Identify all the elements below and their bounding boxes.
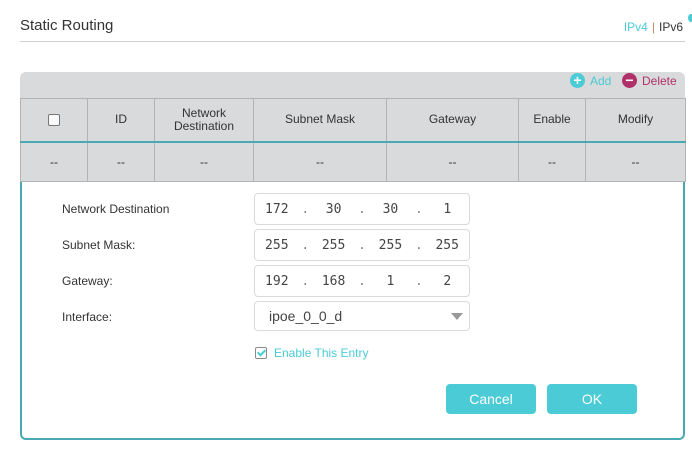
- ipv4-tab[interactable]: IPv4: [623, 20, 648, 34]
- ip-version-switch: IPv4|IPv6: [624, 20, 683, 34]
- octet-1[interactable]: 172: [265, 201, 289, 217]
- interface-row: Interface: ipoe_0_0_d: [22, 301, 683, 333]
- ok-button[interactable]: OK: [547, 384, 637, 414]
- page-header: Static Routing IPv4|IPv6: [20, 0, 685, 42]
- delete-button[interactable]: − Delete: [622, 73, 677, 88]
- minus-circle-icon: −: [622, 73, 637, 88]
- add-button[interactable]: + Add: [570, 73, 611, 88]
- col-subnet-mask: Subnet Mask: [253, 98, 387, 142]
- cell-id: --: [87, 140, 155, 182]
- gateway-label: Gateway:: [62, 274, 113, 288]
- enable-entry-checkbox[interactable]: Enable This Entry: [255, 346, 369, 360]
- routing-grid: ID Network Destination Subnet Mask Gatew…: [20, 98, 686, 182]
- add-label: Add: [590, 73, 612, 88]
- static-routing-table: + Add − Delete ID Network Destination Su…: [20, 72, 686, 440]
- interface-select[interactable]: ipoe_0_0_d: [254, 301, 470, 331]
- cell-enable: --: [518, 140, 586, 182]
- ip-version-separator: |: [651, 20, 655, 34]
- col-gateway: Gateway: [386, 98, 519, 142]
- cell-select: --: [20, 140, 88, 182]
- plus-circle-icon: +: [570, 73, 585, 88]
- interface-value: ipoe_0_0_d: [269, 308, 343, 324]
- ipv6-tab[interactable]: IPv6: [658, 20, 683, 34]
- col-enable: Enable: [518, 98, 586, 142]
- chevron-down-icon: [451, 313, 463, 320]
- table-toolbar: + Add − Delete: [20, 72, 685, 98]
- help-icon-partial[interactable]: [688, 14, 692, 22]
- interface-label: Interface:: [62, 310, 113, 324]
- page-title: Static Routing: [20, 17, 114, 34]
- cell-gateway: --: [386, 140, 519, 182]
- cell-modify: --: [585, 140, 686, 182]
- edit-entry-panel: Network Destination 172. 30. 30. 1 Subne…: [20, 182, 685, 440]
- delete-label: Delete: [642, 73, 677, 88]
- table-header-row: ID Network Destination Subnet Mask Gatew…: [20, 98, 686, 142]
- octet-4[interactable]: 1: [443, 201, 452, 217]
- octet-2[interactable]: 255: [321, 237, 346, 253]
- enable-entry-label: Enable This Entry: [274, 346, 369, 360]
- table-row: -- -- -- -- -- -- --: [20, 140, 686, 182]
- subnet-mask-row: Subnet Mask: 255. 255. 255. 255: [22, 229, 683, 261]
- octet-4[interactable]: 2: [443, 273, 452, 289]
- col-modify: Modify: [585, 98, 686, 142]
- octet-3[interactable]: 30: [382, 201, 399, 217]
- network-destination-label: Network Destination: [62, 202, 170, 216]
- network-destination-row: Network Destination 172. 30. 30. 1: [22, 193, 683, 225]
- subnet-mask-label: Subnet Mask:: [62, 238, 136, 252]
- network-destination-input[interactable]: 172. 30. 30. 1: [254, 193, 470, 225]
- octet-3[interactable]: 255: [378, 237, 403, 253]
- col-network-destination: Network Destination: [154, 98, 254, 142]
- subnet-mask-input[interactable]: 255. 255. 255. 255: [254, 229, 470, 261]
- cell-subnet-mask: --: [253, 140, 387, 182]
- octet-3[interactable]: 1: [386, 273, 395, 289]
- octet-4[interactable]: 255: [435, 237, 459, 253]
- gateway-row: Gateway: 192. 168. 1. 2: [22, 265, 683, 297]
- octet-1[interactable]: 255: [265, 237, 289, 253]
- octet-1[interactable]: 192: [265, 273, 289, 289]
- select-all-checkbox[interactable]: [48, 114, 60, 127]
- gateway-input[interactable]: 192. 168. 1. 2: [254, 265, 470, 297]
- checkbox-checked-icon[interactable]: [255, 347, 267, 359]
- select-all-header: [20, 98, 88, 142]
- cancel-button[interactable]: Cancel: [446, 384, 536, 414]
- cell-network-destination: --: [154, 140, 254, 182]
- octet-2[interactable]: 168: [321, 273, 346, 289]
- octet-2[interactable]: 30: [325, 201, 342, 217]
- col-id: ID: [87, 98, 155, 142]
